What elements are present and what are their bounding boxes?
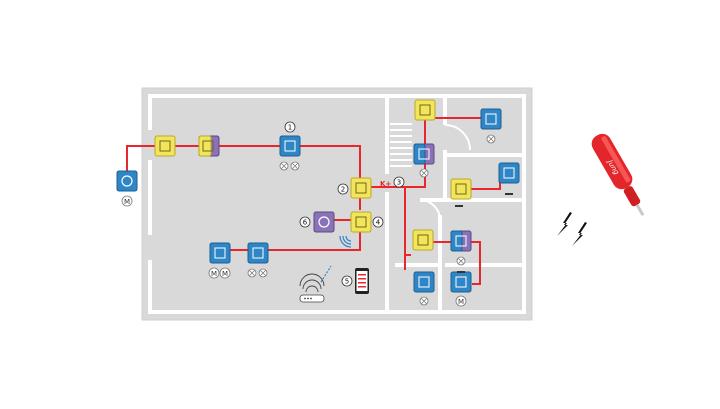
door-arcs	[419, 124, 471, 221]
lamp-icon	[456, 256, 466, 266]
yellow-device-4	[350, 211, 372, 233]
lamp-icon	[486, 134, 496, 144]
marker-5: 5	[341, 275, 353, 287]
floor-plan	[141, 87, 533, 321]
blue-switch-1	[279, 135, 301, 157]
motor-label: M	[124, 198, 130, 206]
wireless-waves-icon	[339, 235, 352, 248]
marker-2-label: 2	[341, 186, 345, 194]
yellow-device-3	[450, 178, 472, 200]
motor-icon: M	[121, 195, 133, 207]
motor-label: M	[211, 270, 217, 278]
marker-1: 1	[284, 121, 296, 133]
devices	[116, 99, 520, 293]
lightning-icon	[572, 222, 587, 246]
motor-label: M	[222, 270, 228, 278]
lamp-icon	[419, 168, 429, 178]
marker-6-label: 6	[303, 219, 308, 227]
lightning-icon	[557, 212, 572, 236]
motor-icon: M	[219, 267, 231, 279]
yellow-purple-combo-top	[198, 135, 220, 157]
marker-4: 4	[372, 216, 384, 228]
marker-3-label: 3	[397, 179, 401, 187]
screwdriver-icon: Jung	[591, 133, 645, 216]
lamp-icon	[247, 268, 257, 278]
wifi-router-icon	[299, 265, 332, 303]
blue-device-top-right-room	[480, 108, 502, 130]
lamp-icon	[290, 161, 300, 171]
smartphone-icon	[355, 268, 369, 294]
numbered-markers: 1 2 3 4 5 6	[284, 121, 405, 287]
lamp-icon	[419, 296, 429, 306]
blue-device-right-room	[498, 162, 520, 184]
blue-device-bottom-middle	[413, 271, 435, 293]
blue-purple-device-stair	[413, 143, 435, 165]
blue-purple-device-lower-right	[450, 230, 472, 252]
blue-actuator-bottom-1	[209, 242, 231, 264]
floor-area	[141, 87, 533, 321]
marker-4-label: 4	[376, 219, 381, 227]
yellow-device-lower-middle	[412, 229, 434, 251]
motor-icon: M	[455, 295, 467, 307]
lightning-sparks	[557, 212, 587, 246]
blue-actuator-left	[116, 170, 138, 192]
staircase	[390, 123, 412, 167]
bus-label: K+	[380, 180, 391, 188]
motor-symbols: M M M M	[121, 195, 467, 307]
walls	[148, 94, 526, 314]
marker-3: 3	[393, 176, 405, 188]
motor-label: M	[458, 298, 464, 306]
lamp-symbols	[247, 134, 496, 306]
marker-2: 2	[337, 183, 349, 195]
yellow-device-2	[350, 177, 372, 199]
purple-device-6	[313, 211, 335, 233]
yellow-push-button-top	[154, 135, 176, 157]
lamp-icon	[279, 161, 289, 171]
blind-marks	[455, 193, 513, 273]
lamp-icon	[258, 268, 268, 278]
yellow-device-upper-right	[414, 99, 436, 121]
blue-actuator-bottom-2	[247, 242, 269, 264]
motor-icon: M	[208, 267, 220, 279]
marker-5-label: 5	[345, 278, 349, 286]
marker-1-label: 1	[288, 124, 292, 132]
marker-6: 6	[299, 216, 311, 228]
blue-device-bottom-right	[450, 271, 472, 293]
